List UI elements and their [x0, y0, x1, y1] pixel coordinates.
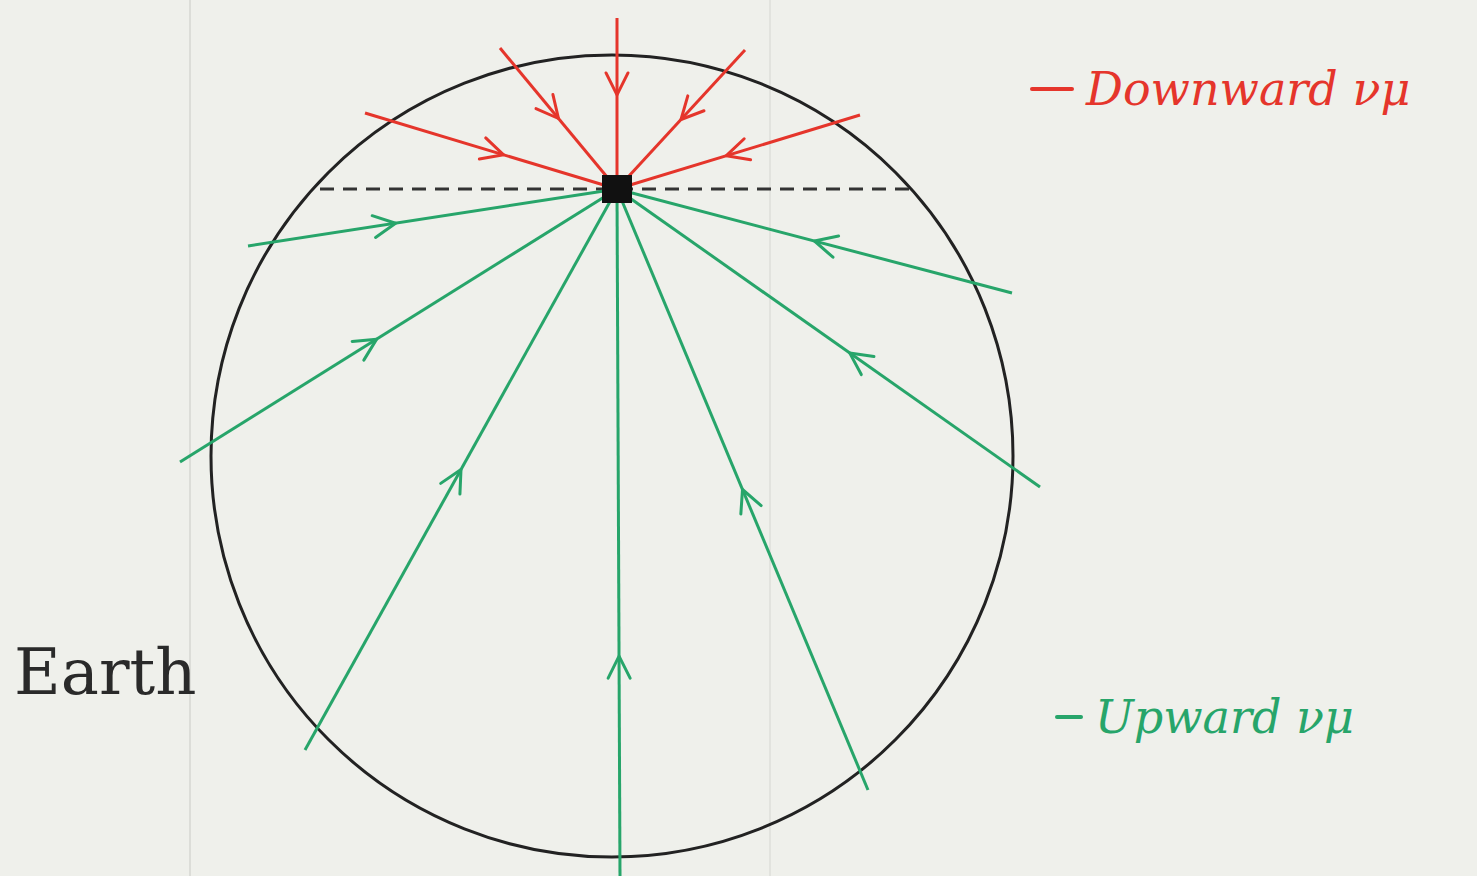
arrow-head — [479, 138, 503, 159]
legend-item: Upward νμ — [1055, 690, 1354, 744]
neutrino-path — [365, 113, 617, 189]
neutrino-path — [248, 189, 617, 246]
neutrino-path — [617, 115, 860, 189]
legend-line — [1055, 715, 1083, 719]
neutrino-paths — [180, 18, 1040, 876]
detector — [602, 175, 632, 203]
legend-text: Downward νμ — [1086, 62, 1410, 116]
neutrino-path — [616, 18, 619, 189]
arrow-head — [441, 470, 461, 495]
neutrino-path — [617, 189, 1012, 293]
arrow-head — [815, 236, 839, 257]
paper-line — [189, 0, 191, 876]
arrow-head — [741, 490, 761, 515]
arrow-head — [850, 353, 874, 375]
legend-item: Downward νμ — [1030, 62, 1410, 116]
arrow-head — [536, 95, 559, 119]
arrow-head — [681, 96, 704, 120]
neutrino-path — [305, 189, 617, 750]
neutrino-path — [617, 189, 620, 876]
arrow-head — [608, 656, 630, 678]
earth-outline — [211, 55, 1013, 857]
arrow-head — [606, 73, 628, 95]
legend-line — [1030, 87, 1074, 91]
neutrino-path — [180, 189, 617, 462]
paper-line — [769, 0, 771, 876]
earth-label: Earth — [14, 635, 196, 709]
arrow-head — [372, 216, 395, 238]
arrow-head — [726, 139, 750, 160]
neutrino-path — [617, 189, 1040, 487]
arrow-head — [352, 339, 376, 360]
neutrino-path — [500, 48, 617, 189]
legend-text: Upward νμ — [1095, 690, 1354, 744]
